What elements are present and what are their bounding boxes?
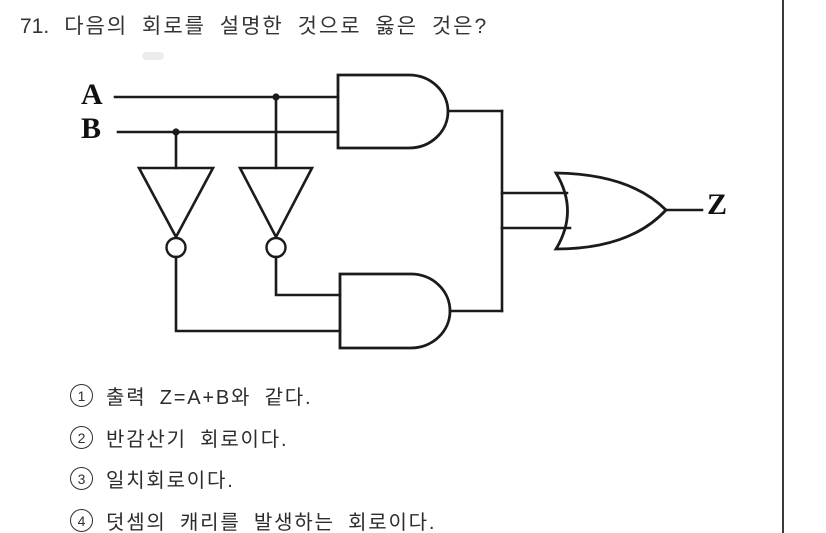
- question-text: 다음의 회로를 설명한 것으로 옳은 것은?: [64, 15, 489, 38]
- input-b-label: B: [81, 112, 102, 145]
- junction-dot-b: [172, 128, 180, 136]
- or-gate: [553, 171, 668, 251]
- not-left-output-wire: [174, 255, 342, 333]
- scan-artifact: [142, 52, 164, 60]
- not-gate-left: [136, 166, 216, 259]
- answer-option-4: 4 덧셈의 캐리를 발생하는 회로이다.: [70, 506, 436, 533]
- option-4-text: 덧셈의 캐리를 발생하는 회로이다.: [106, 512, 437, 533]
- input-a-label: A: [81, 78, 103, 111]
- question-number: 71.: [20, 15, 50, 38]
- option-4-circled-number: 4: [70, 509, 93, 532]
- not-gate-left-bubble: [165, 236, 187, 259]
- not-gate-right: [237, 166, 315, 259]
- and-gate-bottom: [338, 272, 452, 350]
- and-gate-top: [336, 73, 450, 150]
- option-3-circled-number: 3: [70, 467, 93, 490]
- answer-option-2: 2 반감산기 회로이다.: [70, 423, 288, 452]
- junction-dot-a: [272, 93, 280, 101]
- option-1-text: 출력 Z=A+B와 같다.: [106, 387, 313, 409]
- not-gate-right-bubble: [265, 236, 287, 259]
- option-3-text: 일치회로이다.: [106, 470, 235, 492]
- page-right-border: [782, 0, 784, 533]
- answer-option-1: 1 출력 Z=A+B와 같다.: [70, 381, 312, 410]
- option-2-circled-number: 2: [70, 426, 93, 449]
- junction-dots: [172, 93, 280, 136]
- answer-option-3: 3 일치회로이다.: [70, 464, 235, 493]
- not-right-output-wire: [274, 255, 342, 297]
- circuit-wires: [113, 95, 704, 333]
- question-row: 71. 다음의 회로를 설명한 것으로 옳은 것은?: [20, 14, 488, 40]
- option-2-text: 반감산기 회로이다.: [106, 429, 289, 451]
- output-z-label: Z: [707, 188, 728, 221]
- option-1-circled-number: 1: [70, 384, 93, 407]
